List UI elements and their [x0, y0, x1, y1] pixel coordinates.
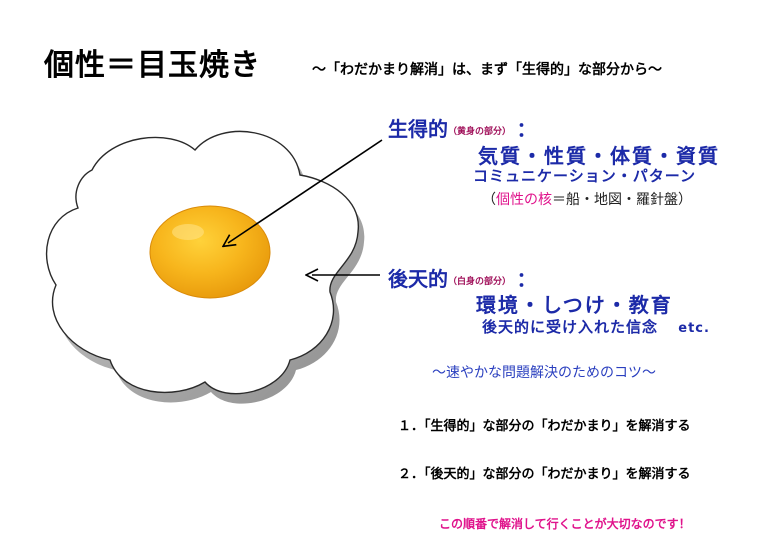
- tips-heading: ～速やかな問題解決のためのコツ～: [432, 365, 656, 381]
- innate-label: 生得的: [388, 117, 448, 141]
- innate-line-1: 気質・性質・体質・資質: [478, 144, 720, 168]
- yolk-highlight: [172, 224, 204, 240]
- acquired-colon: ：: [516, 267, 537, 291]
- acquired-paren: （白身の部分）: [448, 277, 507, 287]
- innate-note-core: 個性の核: [496, 192, 552, 208]
- arrow-to-yolk: [228, 139, 383, 243]
- page-subtitle: ～「わだかまり解消」は、まず「生得的」な部分から～: [312, 62, 662, 78]
- innate-heading: 生得的（黄身の部分） ：: [388, 113, 537, 142]
- acquired-etc: etc.: [678, 321, 710, 336]
- page-title: 個性＝目玉焼き: [44, 48, 261, 83]
- innate-note-open: （: [482, 192, 496, 208]
- acquired-label: 後天的: [388, 267, 448, 291]
- acquired-line-2-text: 後天的に受け入れた信念: [482, 318, 659, 336]
- innate-paren: （黄身の部分）: [448, 127, 507, 137]
- innate-note-rest: ＝船・地図・羅針盤）: [552, 192, 692, 208]
- acquired-heading: 後天的（白身の部分） ：: [388, 263, 537, 292]
- innate-colon: ：: [516, 117, 537, 141]
- innate-note: （個性の核＝船・地図・羅針盤）: [482, 189, 692, 209]
- tips-step-1: １．「生得的」な部分の「わだかまり」を解消する: [398, 419, 691, 434]
- acquired-line-1: 環境・しつけ・教育: [476, 293, 673, 317]
- egg-yolk: [149, 205, 271, 299]
- acquired-line-2: 後天的に受け入れた信念 etc.: [482, 316, 710, 337]
- tips-step-2: ２．「後天的」な部分の「わだかまり」を解消する: [398, 467, 691, 482]
- innate-line-2: コミュニケーション・パターン: [473, 167, 696, 185]
- tips-closing: この順番で解消して行くことが大切なのです！: [439, 517, 691, 531]
